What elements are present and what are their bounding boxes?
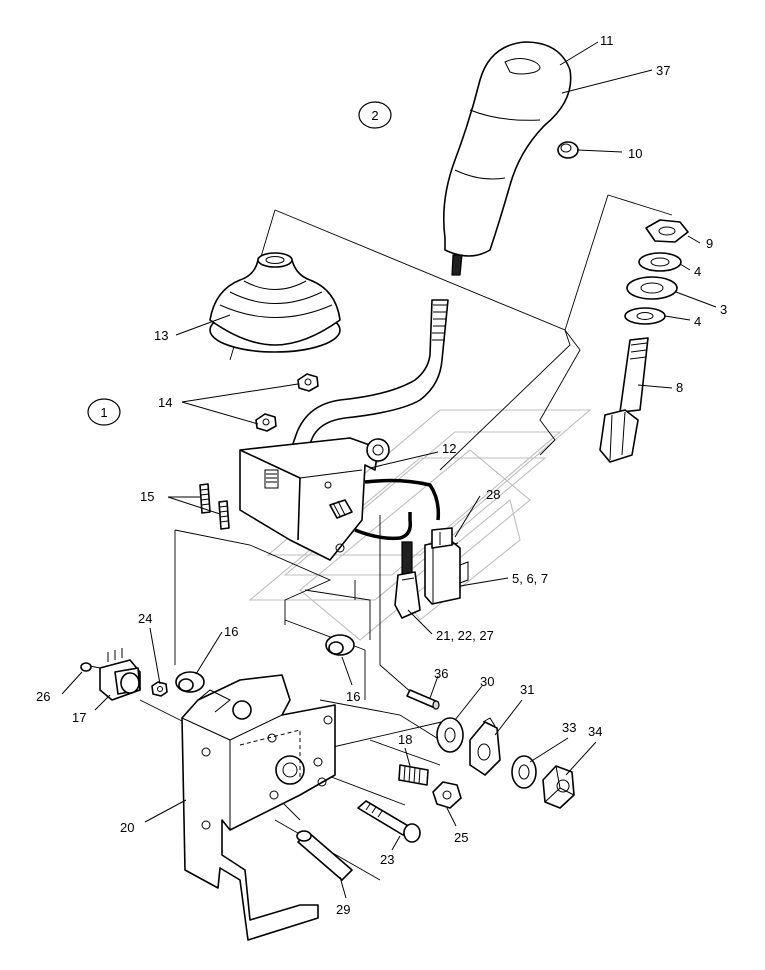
lever-housing [239, 437, 390, 561]
assembly-frame-lines [139, 194, 673, 881]
label-28: 28 [486, 487, 500, 502]
connector-21-22-27 [394, 571, 421, 619]
label-37: 37 [656, 63, 670, 78]
label-31: 31 [520, 682, 534, 697]
label-24: 24 [138, 611, 152, 626]
washer-3 [626, 276, 678, 300]
label-11: 11 [600, 33, 614, 48]
nut-14-upper [297, 373, 319, 392]
bracket-20 [181, 674, 336, 941]
label-5-6-7: 5, 6, 7 [512, 571, 548, 586]
callout-2: 2 [358, 101, 392, 129]
label-12: 12 [442, 441, 456, 456]
stud-15-b [218, 500, 230, 530]
bushing-16-right [325, 634, 355, 656]
label-15: 15 [140, 489, 154, 504]
callout-1-text: 1 [100, 405, 107, 420]
part-labels: 11 37 10 9 4 3 4 8 13 14 12 15 28 5, 6, … [36, 33, 727, 917]
label-10: 10 [628, 146, 642, 161]
label-17: 17 [72, 710, 86, 725]
label-26: 26 [36, 689, 50, 704]
spring-18 [398, 764, 429, 786]
label-4-top: 4 [694, 264, 701, 279]
label-33: 33 [562, 720, 576, 735]
switch-17 [99, 648, 141, 701]
callout-1: 1 [87, 398, 121, 426]
label-25: 25 [454, 830, 468, 845]
stud-15-a [199, 483, 211, 514]
label-13: 13 [154, 328, 168, 343]
rubber-boot [209, 252, 341, 353]
label-30: 30 [480, 674, 494, 689]
shaft-8 [599, 337, 649, 463]
label-16-right: 16 [346, 689, 360, 704]
label-4-bottom: 4 [694, 314, 701, 329]
washer-4-top [638, 252, 682, 272]
label-9: 9 [706, 236, 713, 251]
label-14: 14 [158, 395, 172, 410]
nut-14-lower [255, 413, 277, 432]
callout-2-text: 2 [371, 108, 378, 123]
label-29: 29 [336, 902, 350, 917]
label-36: 36 [434, 666, 448, 681]
gear-knob [442, 41, 572, 276]
washer-33 [511, 755, 537, 789]
label-34: 34 [588, 724, 602, 739]
label-3: 3 [720, 302, 727, 317]
nut-9 [645, 219, 689, 243]
wire-harness [354, 478, 441, 576]
label-16-left: 16 [224, 624, 238, 639]
pin-36 [406, 689, 440, 710]
label-18: 18 [398, 732, 412, 747]
nut-25 [432, 781, 462, 809]
bolt-23 [357, 800, 421, 843]
washer-4-bottom [624, 307, 666, 325]
connector-5-6-7 [424, 527, 469, 605]
plate-31 [469, 717, 501, 776]
screw-26 [80, 662, 101, 672]
plug-10 [557, 141, 579, 159]
pin-29 [296, 830, 353, 881]
label-8: 8 [676, 380, 683, 395]
nut-24 [151, 681, 168, 697]
nut-34 [542, 765, 575, 809]
leader-lines [61, 41, 717, 899]
label-23: 23 [380, 852, 394, 867]
bushing-16-left [175, 671, 205, 693]
label-20: 20 [120, 820, 134, 835]
label-21-22-27: 21, 22, 27 [436, 628, 494, 643]
washer-30 [436, 717, 464, 753]
